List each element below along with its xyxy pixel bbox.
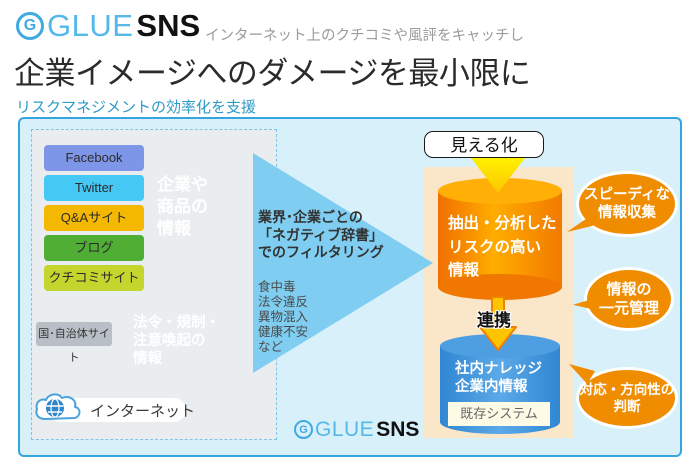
cloud-globe-icon — [35, 393, 81, 420]
knowledge-label: 社内ナレッジ 企業内情報 — [455, 361, 542, 395]
source-chip-qa-site: Q&Aサイト — [44, 205, 144, 231]
filter-examples: 食中毒 法令違反 異物混入 健康不安 など — [258, 280, 309, 354]
glue-sns-logo-footer: G GLUE SNS — [294, 419, 419, 440]
source-chip-government-site: 国･自治体サイト — [36, 322, 112, 364]
logo-glue-text: GLUE — [315, 418, 375, 441]
logo-sns-text: SNS — [376, 418, 420, 441]
source-chip-facebook: Facebook — [44, 145, 144, 171]
subtitle: リスクマネジメントの効率化を支援 — [16, 99, 257, 116]
source-chip-review-site: クチコミサイト — [44, 265, 144, 291]
page-title: 企業イメージへのダメージを最小限に — [14, 56, 531, 91]
source-chip-blog: ブログ — [44, 235, 144, 261]
corporate-info-label: 企業や 商品の 情報 — [157, 175, 208, 238]
benefit-bubble-central-management: 情報の一元管理 — [584, 267, 674, 331]
glue-g-icon: G — [294, 420, 313, 439]
link-label: 連携 — [477, 311, 511, 330]
glue-sns-logo: G GLUE SNS — [16, 8, 201, 43]
filter-title: 業界･企業ごとの 「ネガティブ辞書」 でのフィルタリング — [258, 209, 384, 260]
risk-info-cylinder — [438, 191, 562, 287]
existing-system-label: 既存システム — [448, 402, 550, 426]
risk-info-label: 抽出・分析した リスクの高い 情報 — [448, 215, 557, 279]
benefit-bubble-decision: 対応・方向性の判断 — [576, 367, 678, 429]
glue-g-icon: G — [16, 12, 44, 40]
logo-sns-text: SNS — [136, 8, 201, 43]
source-chip-twitter: Twitter — [44, 175, 144, 201]
tagline: インターネット上のクチコミや風評をキャッチし — [205, 28, 524, 44]
visualization-label: 見える化 — [424, 131, 544, 158]
internet-label: インターネット — [90, 403, 196, 420]
risk-info-cylinder-bottom — [438, 274, 562, 300]
logo-glue-text: GLUE — [47, 8, 134, 43]
legal-info-label: 法令・規制・ 注意喚起の 情報 — [133, 315, 220, 367]
link-down-arrow-icon — [479, 296, 517, 351]
benefit-bubble-speedy-collection: スピーディな情報収集 — [576, 171, 678, 237]
